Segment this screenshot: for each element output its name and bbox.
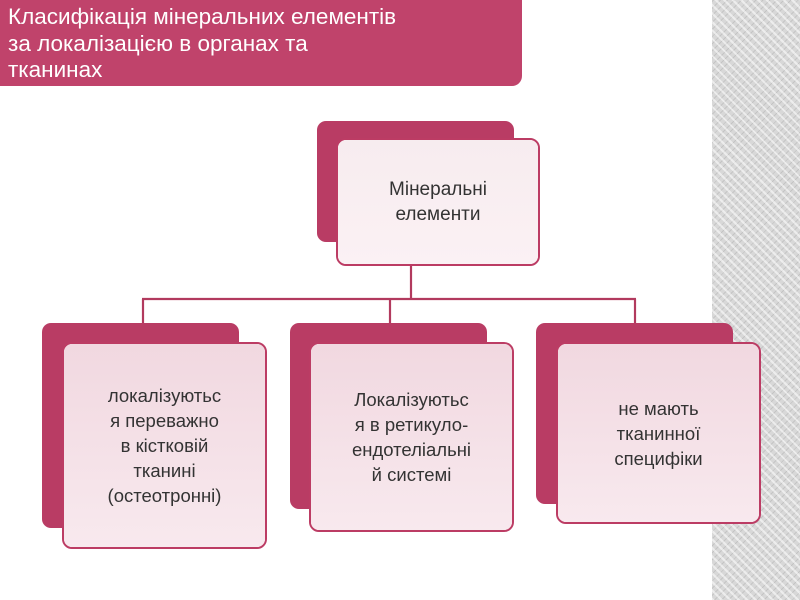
child-node-3: не мають тканинної специфіки — [556, 342, 761, 524]
child-node-2-label: Локалізуютьс я в ретикуло- ендотеліальні… — [351, 389, 472, 485]
slide-title: Класифікація мінеральних елементів за ло… — [8, 4, 397, 82]
child-node-1-label: локалізуютьс я переважно в кістковій тка… — [107, 385, 222, 506]
root-node-label: Мінеральні елементи — [389, 179, 487, 225]
root-node-fill: Мінеральні елементи — [338, 140, 538, 264]
child-node-1-fill: локалізуютьс я переважно в кістковій тка… — [64, 344, 265, 547]
child-node-3-label: не мають тканинної специфіки — [614, 397, 703, 469]
root-node: Мінеральні елементи — [336, 138, 540, 266]
child-node-2: Локалізуютьс я в ретикуло- ендотеліальні… — [309, 342, 514, 532]
child-node-1: локалізуютьс я переважно в кістковій тка… — [62, 342, 267, 549]
child-node-3-fill: не мають тканинної специфіки — [558, 344, 759, 522]
slide-title-banner: Класифікація мінеральних елементів за ло… — [0, 0, 522, 86]
child-node-2-fill: Локалізуютьс я в ретикуло- ендотеліальні… — [311, 344, 512, 530]
